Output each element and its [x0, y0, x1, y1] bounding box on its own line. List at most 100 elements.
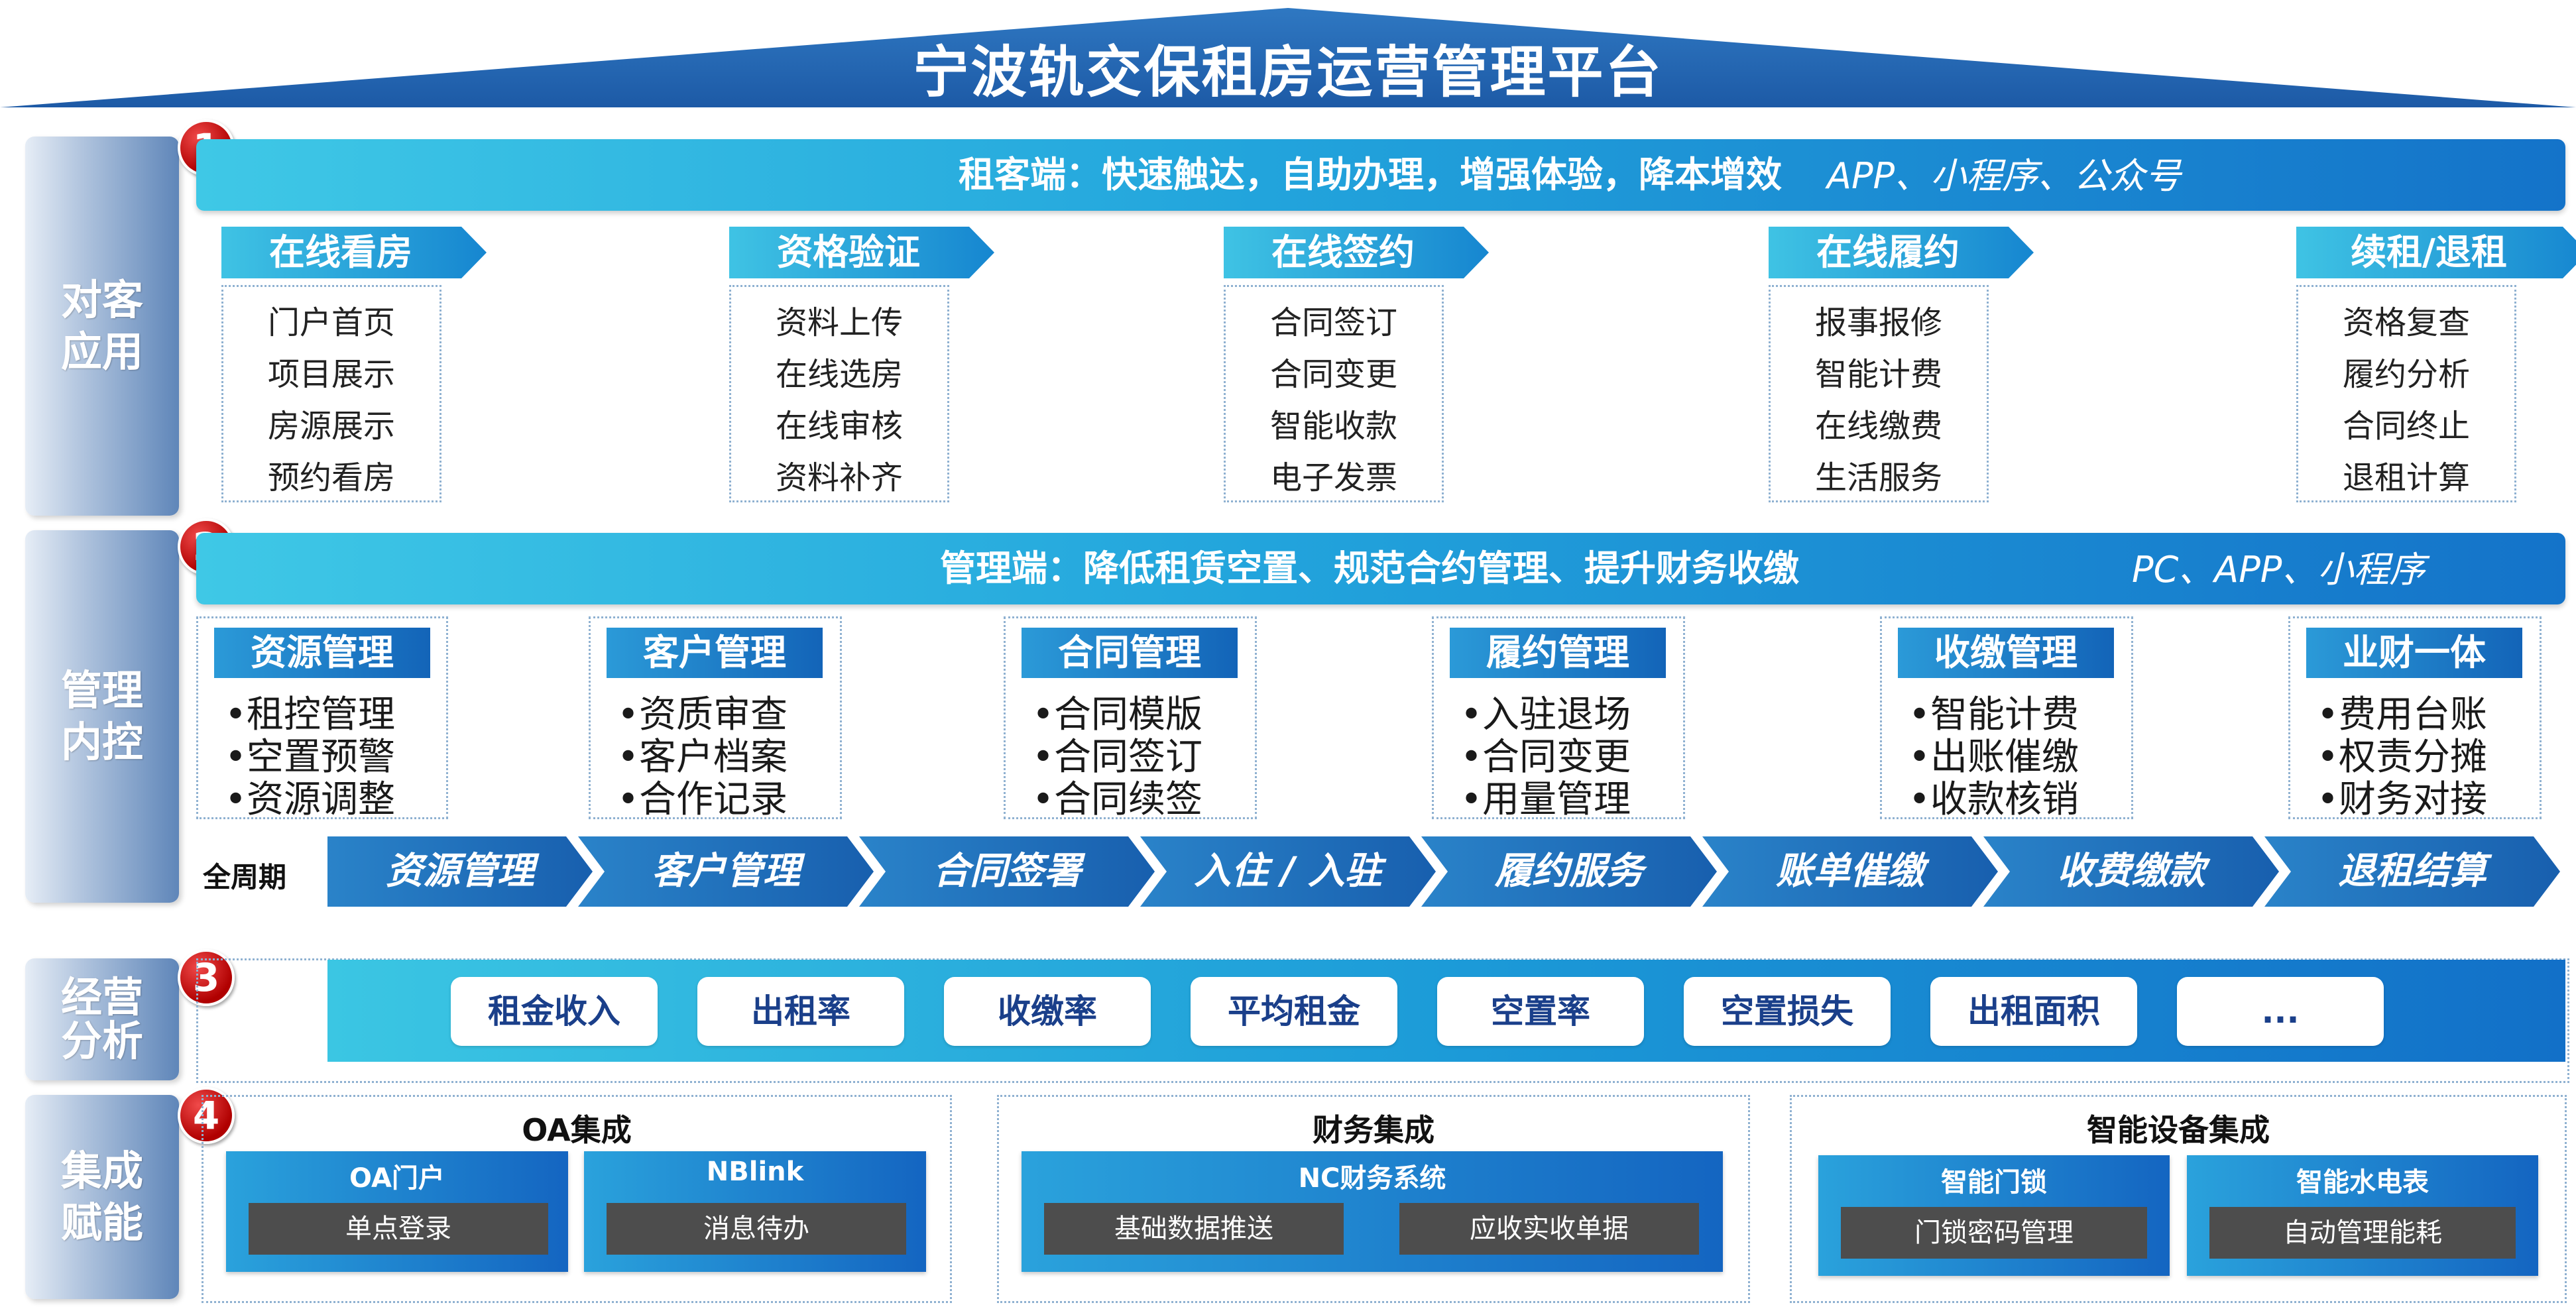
- lifecycle-step: 履约服务: [1421, 836, 1717, 907]
- card-title: 智能门锁: [1941, 1167, 2047, 1198]
- module-item: 合同变更: [1269, 356, 1397, 393]
- manager-module-customer: 客户管理 •资质审查 •客户档案 •合作记录: [589, 616, 842, 821]
- lifecycle-step: 资源管理: [327, 836, 593, 907]
- metric-card: 租金收入: [451, 977, 658, 1046]
- integration-card: NBlink 消息待办: [584, 1151, 926, 1272]
- module-title: 客户管理: [607, 628, 823, 678]
- module-item: 在线审核: [775, 408, 903, 445]
- metric-card: 空置率: [1437, 977, 1644, 1046]
- section-label-line: 应用: [60, 327, 143, 376]
- module-item: 电子发票: [1269, 459, 1397, 496]
- module-item: 房源展示: [267, 408, 395, 445]
- integration-card: 智能门锁 门锁密码管理: [1818, 1155, 2170, 1276]
- module-item: 门户首页: [267, 304, 395, 341]
- manager-channels: PC、APP、小程序: [2132, 549, 2426, 591]
- metrics-frame: [196, 958, 2569, 1083]
- card-sub-item: 单点登录: [249, 1203, 548, 1255]
- card-sub-item: 消息待办: [607, 1203, 906, 1255]
- module-item: •租控管理: [225, 693, 396, 736]
- metric-card: 出租率: [697, 977, 904, 1046]
- lifecycle-step: 入住 / 入驻: [1140, 836, 1436, 907]
- module-item: •资质审查: [617, 693, 788, 736]
- module-item: •财务对接: [2317, 778, 2488, 821]
- card-sub-item: 自动管理能耗: [2209, 1207, 2516, 1259]
- module-item: 生活服务: [1814, 459, 1942, 496]
- section-label-line: 分析: [60, 1017, 143, 1065]
- integration-card: NC财务系统 基础数据推送 应收实收单据: [1022, 1151, 1723, 1272]
- module-item: •入驻退场: [1460, 693, 1631, 736]
- module-item: 在线缴费: [1814, 408, 1942, 445]
- section-tab-customer-apps: 对客应用: [25, 137, 179, 516]
- module-title: 合同管理: [1022, 628, 1238, 678]
- module-item: •权责分摊: [2317, 736, 2488, 779]
- lifecycle-step: 账单催缴: [1702, 836, 1998, 907]
- group-title: 智能设备集成: [2087, 1112, 2270, 1148]
- module-item: 履约分析: [2342, 356, 2470, 393]
- metric-card: 平均租金: [1191, 977, 1397, 1046]
- metric-card: ...: [2177, 977, 2384, 1046]
- module-box: 门户首页 项目展示 房源展示 预约看房: [221, 285, 441, 502]
- module-item: •收款核销: [1908, 778, 2079, 821]
- module-item: 资料补齐: [775, 459, 903, 496]
- section-tab-integration: 集成赋能: [25, 1095, 179, 1299]
- section-label-line: 集成: [60, 1147, 143, 1195]
- manager-banner: 管理端：降低租赁空置、规范合约管理、提升财务收缴 PC、APP、小程序: [196, 533, 2565, 604]
- module-item: 合同终止: [2342, 408, 2470, 445]
- module-item: •合同签订: [1032, 736, 1203, 779]
- lifecycle-step: 收费缴款: [1983, 836, 2279, 907]
- module-item: •用量管理: [1460, 778, 1631, 821]
- card-title: NC财务系统: [1298, 1163, 1446, 1194]
- module-title: 资格验证: [729, 227, 994, 278]
- manager-module-collection: 收缴管理 •智能计费 •出账催缴 •收款核销: [1880, 616, 2133, 821]
- module-item: •合作记录: [617, 778, 788, 821]
- metric-card: 收缴率: [944, 977, 1151, 1046]
- module-box: 资格复查 履约分析 合同终止 退租计算: [2296, 285, 2516, 502]
- module-item: 预约看房: [267, 459, 395, 496]
- integration-card: OA门户 单点登录: [226, 1151, 568, 1272]
- tenant-module-sign: 在线签约 合同签订 合同变更 智能收款 电子发票: [1224, 227, 1462, 512]
- module-item: •资源调整: [225, 778, 396, 821]
- tenant-module-renew: 续租/退租 资格复查 履约分析 合同终止 退租计算: [2296, 227, 2561, 512]
- section-label-line: 内控: [60, 718, 143, 766]
- group-title: OA集成: [522, 1112, 632, 1148]
- group-title: 财务集成: [1313, 1112, 1434, 1148]
- module-title: 续租/退租: [2296, 227, 2576, 278]
- section-tab-analysis: 经营分析: [25, 958, 179, 1080]
- lifecycle-label: 全周期: [203, 861, 287, 893]
- module-item: •合同续签: [1032, 778, 1203, 821]
- module-item: •合同模版: [1032, 693, 1203, 736]
- module-title: 资源管理: [214, 628, 430, 678]
- integration-group-devices: 智能设备集成 智能门锁 门锁密码管理 智能水电表 自动管理能耗: [1790, 1095, 2567, 1303]
- roof-banner: [0, 8, 2576, 107]
- module-item: 在线选房: [775, 356, 903, 393]
- module-box: 合同签订 合同变更 智能收款 电子发票: [1224, 285, 1444, 502]
- module-item: •空置预警: [225, 736, 396, 779]
- section-label-line: 赋能: [60, 1198, 143, 1247]
- section-label-line: 对客: [60, 276, 143, 324]
- section-tab-management: 管理内控: [25, 530, 179, 903]
- integration-card: 智能水电表 自动管理能耗: [2187, 1155, 2538, 1276]
- module-box: 报事报修 智能计费 在线缴费 生活服务: [1769, 285, 1989, 502]
- card-title: OA门户: [349, 1163, 445, 1194]
- lifecycle-step: 客户管理: [578, 836, 874, 907]
- module-item: 资料上传: [775, 304, 903, 341]
- module-title: 业财一体: [2306, 628, 2522, 678]
- module-item: •费用台账: [2317, 693, 2488, 736]
- module-title: 履约管理: [1450, 628, 1666, 678]
- module-item: •出账催缴: [1908, 736, 2079, 779]
- card-sub-item: 应收实收单据: [1399, 1203, 1699, 1255]
- card-title: 智能水电表: [2296, 1167, 2429, 1198]
- card-title: NBlink: [706, 1157, 804, 1187]
- module-item: •智能计费: [1908, 693, 2079, 736]
- tenant-banner-text: 租客端：快速触达，自助办理，增强体验，降本增效: [959, 154, 1782, 196]
- module-title: 在线看房: [221, 227, 487, 278]
- section-label-line: 经营: [60, 973, 143, 1021]
- module-item: 智能收款: [1269, 408, 1397, 445]
- manager-module-performance: 履约管理 •入驻退场 •合同变更 •用量管理: [1432, 616, 1685, 821]
- manager-module-resource: 资源管理 •租控管理 •空置预警 •资源调整: [196, 616, 448, 821]
- module-item: •合同变更: [1460, 736, 1631, 779]
- module-item: 退租计算: [2342, 459, 2470, 496]
- module-item: 项目展示: [267, 356, 395, 393]
- lifecycle-step: 合同签署: [859, 836, 1155, 907]
- integration-group-oa: OA集成 OA门户 单点登录 NBlink 消息待办: [202, 1095, 952, 1303]
